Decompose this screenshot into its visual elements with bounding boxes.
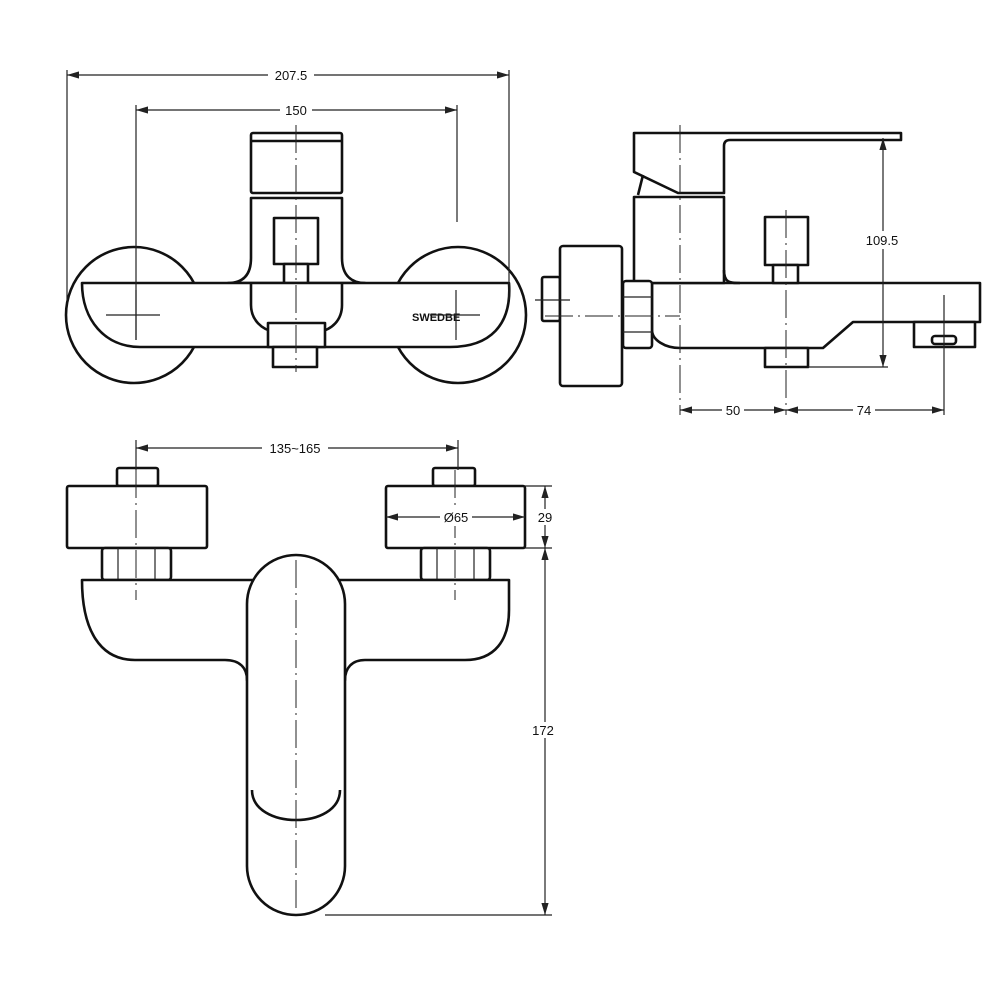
side-nut: [621, 279, 654, 350]
dim-total-depth: 172: [532, 723, 554, 738]
dim-plate-depth: 29: [538, 510, 552, 525]
bottom-view: 135~165 Ø65 29 172: [65, 439, 556, 917]
front-view: SWEDBE 207.5 150: [64, 66, 528, 385]
brand-label: SWEDBE: [412, 312, 460, 324]
side-lever: [632, 131, 903, 195]
dim-plate-diameter: Ø65: [444, 510, 469, 525]
dim-wall-to-center: 50: [726, 403, 740, 418]
dim-center-to-spout: 74: [857, 403, 871, 418]
dim-center-distance: 150: [285, 103, 307, 118]
outlet-nut: [271, 345, 319, 369]
dim-overall-width: 207.5: [275, 68, 308, 83]
side-view: 109.5 50 74: [535, 125, 982, 419]
dim-center-range: 135~165: [270, 441, 321, 456]
mixer-body: [80, 281, 511, 349]
dim-height: 109.5: [866, 233, 899, 248]
left-plate-bottom: [65, 484, 209, 550]
